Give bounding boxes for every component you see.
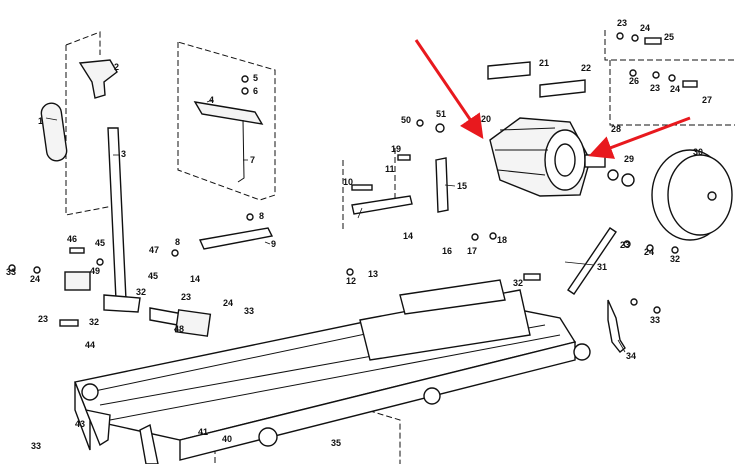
callout-label: 4 — [209, 95, 214, 105]
callout-label: 33 — [6, 267, 16, 277]
callout-label: 32 — [89, 317, 99, 327]
callout-label: 33 — [31, 441, 41, 451]
leader-lines — [45, 99, 626, 353]
callout-label: 23 — [650, 83, 660, 93]
callout-label: 41 — [198, 427, 208, 437]
callout-label: 7 — [250, 155, 255, 165]
callout-label: 2 — [114, 62, 119, 72]
callout-label: 9 — [271, 239, 276, 249]
callout-label: 24 — [30, 274, 40, 284]
callout-label: 32 — [670, 254, 680, 264]
callout-label: 26 — [629, 76, 639, 86]
callout-label: 19 — [391, 144, 401, 154]
callout-label: 32 — [136, 287, 146, 297]
shaft-assembly — [64, 157, 449, 337]
callout-label: 11 — [385, 164, 395, 174]
callout-label: 43 — [75, 419, 85, 429]
bracket-plates — [487, 61, 586, 98]
callout-label: 24 — [640, 23, 650, 33]
hardware-fasteners — [8, 32, 698, 327]
callout-label: 14 — [403, 231, 413, 241]
callout-label: 51 — [436, 109, 446, 119]
callout-label: 40 — [222, 434, 232, 444]
callout-label: 45 — [95, 238, 105, 248]
link-parts — [567, 227, 626, 353]
handle-lever-assembly — [40, 59, 141, 313]
callout-label: 6 — [253, 86, 258, 96]
callout-label: 1 — [38, 116, 43, 126]
callout-label: 29 — [624, 154, 634, 164]
callout-label: 48 — [174, 324, 184, 334]
callout-label: 5 — [253, 73, 258, 83]
callout-label: 23 — [617, 18, 627, 28]
highlight-arrows — [414, 39, 691, 159]
callout-label: 28 — [611, 124, 621, 134]
red-arrow-icon — [414, 39, 484, 139]
callout-label: 23 — [38, 314, 48, 324]
callout-label: 24 — [223, 298, 233, 308]
callout-label: 32 — [513, 278, 523, 288]
callout-label: 23 — [181, 292, 191, 302]
red-arrow-icon — [588, 116, 691, 159]
callout-labels: 1 2 3 4 5 6 7 8 8 9 10 11 12 13 14 14 15… — [6, 18, 712, 451]
callout-label: 12 — [346, 276, 356, 286]
bracket-rod-assembly — [193, 75, 264, 183]
callout-label: 13 — [368, 269, 378, 279]
callout-label: 21 — [539, 58, 549, 68]
callout-label: 34 — [626, 351, 636, 361]
callout-label: 23 — [620, 240, 630, 250]
callout-label: 16 — [442, 246, 452, 256]
callout-label: 14 — [190, 274, 200, 284]
callout-label: 44 — [85, 340, 95, 350]
pulley-wheel — [651, 149, 733, 241]
callout-label: 45 — [148, 271, 158, 281]
callout-label: 25 — [664, 32, 674, 42]
callout-label: 24 — [670, 84, 680, 94]
callout-label: 18 — [497, 235, 507, 245]
callout-label: 49 — [90, 266, 100, 276]
callout-label: 17 — [467, 246, 477, 256]
callout-label: 50 — [401, 115, 411, 125]
callout-label: 33 — [244, 306, 254, 316]
callout-label: 30 — [693, 147, 703, 157]
callout-label: 8 — [175, 237, 180, 247]
motor-assembly — [489, 117, 635, 197]
callout-label: 33 — [650, 315, 660, 325]
callout-label: 22 — [581, 63, 591, 73]
callout-label: 15 — [457, 181, 467, 191]
callout-label: 20 — [481, 114, 491, 124]
callout-label: 35 — [331, 438, 341, 448]
main-frame — [74, 279, 591, 464]
callout-label: 3 — [121, 149, 126, 159]
callout-label: 27 — [702, 95, 712, 105]
callout-label: 47 — [149, 245, 159, 255]
callout-label: 46 — [67, 234, 77, 244]
callout-label: 10 — [343, 177, 353, 187]
callout-label: 31 — [597, 262, 607, 272]
callout-label: 8 — [259, 211, 264, 221]
callout-label: 24 — [644, 247, 654, 257]
